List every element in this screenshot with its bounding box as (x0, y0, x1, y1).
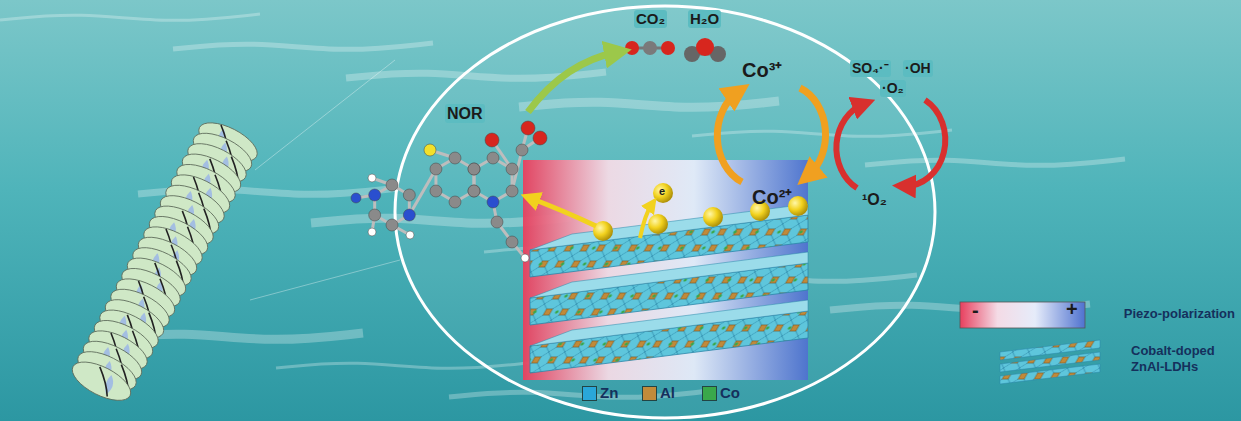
atom (403, 189, 415, 201)
legend-item: Co (702, 384, 740, 402)
zoom-line (250, 260, 400, 300)
molecule-label: H₂O (688, 10, 721, 28)
atom (369, 209, 381, 221)
atom (468, 163, 480, 175)
atom (491, 216, 503, 228)
nor-molecule (351, 121, 547, 262)
radical-label: SO₄·⁻ (850, 60, 891, 77)
atom (487, 152, 499, 164)
zoom-ellipse (395, 6, 935, 418)
radical-label: ·OH (903, 60, 933, 77)
radical-arrow (836, 104, 864, 188)
radical-arrow (904, 100, 945, 186)
zoom-line (255, 60, 395, 170)
electron-spheres (593, 183, 808, 241)
polarity-sign: - (972, 298, 979, 322)
legend-item: Piezo-polarization (1124, 306, 1235, 322)
electron-sphere (653, 183, 673, 203)
atom (516, 144, 528, 156)
rolled-ldh-tube (67, 115, 263, 408)
atom (487, 196, 499, 208)
molecule-label: NOR (445, 104, 485, 123)
atom (406, 231, 414, 239)
atom (386, 219, 398, 231)
electron-arrow (530, 198, 596, 226)
atom (424, 144, 436, 156)
electron-sphere (703, 207, 723, 227)
radical-label: ¹O₂ (862, 190, 887, 209)
atom (468, 163, 480, 175)
legend-swatch (642, 386, 657, 401)
electron-arrow (640, 204, 652, 238)
electron-sphere (648, 214, 668, 234)
legend-text: Co (720, 384, 740, 402)
ldh-icon (1000, 340, 1100, 384)
atom (468, 185, 480, 197)
legend-item: Al (642, 384, 675, 402)
legend-swatch (582, 386, 597, 401)
atom (506, 185, 518, 197)
legend-item: Zn (582, 384, 618, 402)
atom (351, 193, 361, 203)
atom (368, 174, 376, 182)
atom (521, 121, 535, 135)
atom (506, 236, 518, 248)
atom (403, 209, 415, 221)
h2o-molecule (684, 38, 726, 62)
redox-arrow (717, 92, 742, 182)
legend-item: Cobalt-doped ZnAl-LDHs (1131, 343, 1235, 374)
ldh-layers (530, 204, 808, 373)
atom (449, 196, 461, 208)
radical-label: ·O₂ (880, 80, 906, 97)
molecule-label: CO₂ (634, 10, 667, 28)
atom (485, 133, 499, 147)
electron-label: e (659, 185, 665, 198)
wave-streak (0, 14, 260, 20)
atom (521, 254, 529, 262)
ion-label: Co²⁺ (752, 185, 792, 209)
legend-swatch (702, 386, 717, 401)
legend-text: Al (660, 384, 675, 402)
co2-molecule (625, 41, 675, 55)
atom (506, 163, 518, 175)
atom (369, 189, 381, 201)
polarity-sign: + (1066, 297, 1078, 321)
atom (368, 228, 376, 236)
degradation-arrow (528, 52, 618, 112)
atom (533, 131, 547, 145)
atom (468, 185, 480, 197)
polarization-panel (523, 160, 808, 380)
legend-text: Cobalt-doped ZnAl-LDHs (1131, 343, 1235, 374)
ion-label: Co³⁺ (742, 58, 782, 82)
ldh-layer (530, 300, 808, 373)
redox-arrow (800, 88, 826, 176)
atom (430, 163, 442, 175)
legend-text: Piezo-polarization (1124, 306, 1235, 322)
legend-text: Zn (600, 384, 618, 402)
tube-ring (67, 354, 137, 408)
wave-streak (173, 43, 433, 49)
atom (386, 179, 398, 191)
atom (449, 152, 461, 164)
atom (430, 185, 442, 197)
